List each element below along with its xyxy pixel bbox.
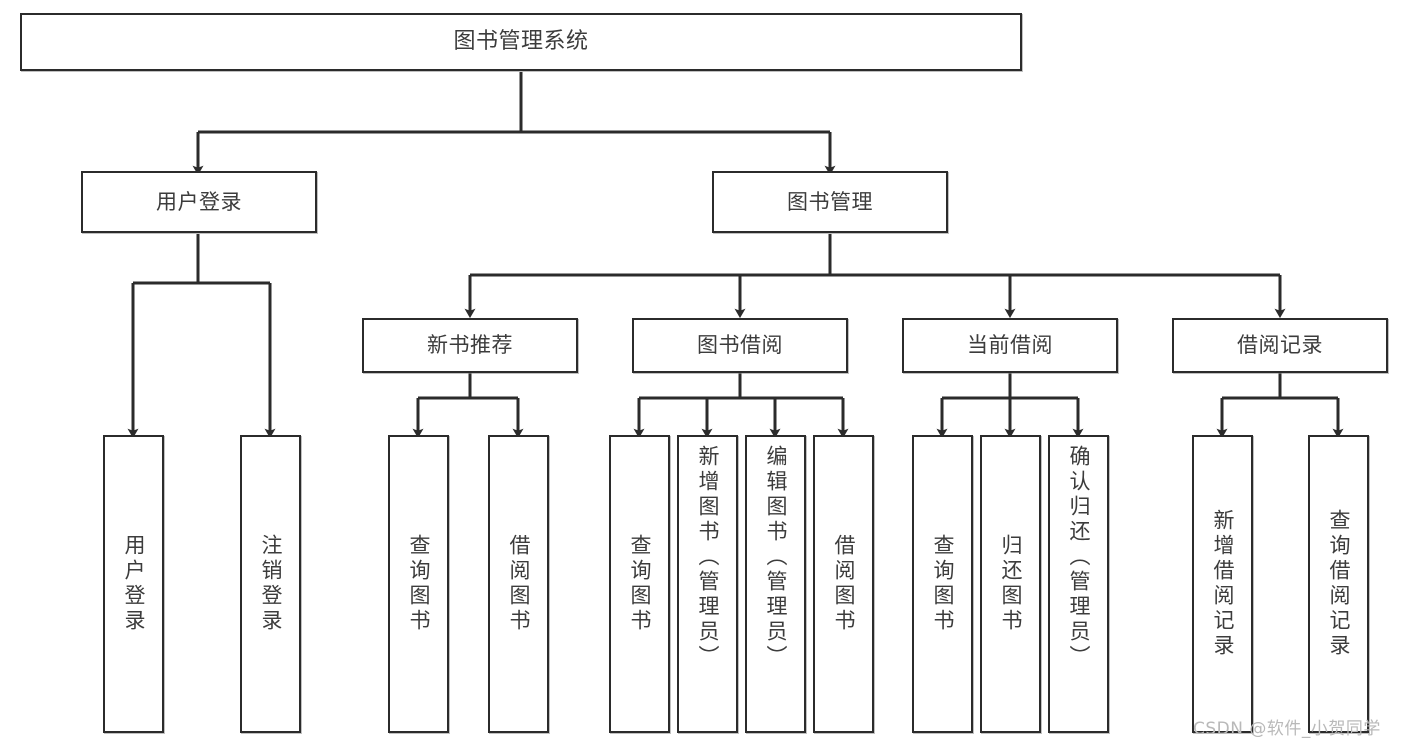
leaf-query-books-recommend[interactable]: 查询图书	[388, 435, 449, 733]
node-book-management[interactable]: 图书管理	[712, 171, 948, 233]
node-label: 借阅记录	[1237, 333, 1323, 358]
leaf-add-book-admin[interactable]: 新增图书（管理员）	[677, 435, 738, 733]
node-label: 归还图书	[999, 534, 1023, 634]
node-label: 新书推荐	[427, 333, 513, 358]
node-label: 确认归还（管理员）	[1067, 445, 1091, 670]
leaf-add-borrow-record[interactable]: 新增借阅记录	[1192, 435, 1253, 733]
node-label: 图书管理系统	[453, 29, 589, 55]
leaf-logout[interactable]: 注销登录	[240, 435, 301, 733]
node-label: 查询图书	[407, 534, 431, 634]
node-user-login[interactable]: 用户登录	[81, 171, 317, 233]
node-label: 查询图书	[628, 534, 652, 634]
leaf-query-borrow-record[interactable]: 查询借阅记录	[1308, 435, 1369, 733]
node-label: 当前借阅	[967, 333, 1053, 358]
node-label: 注销登录	[259, 534, 283, 634]
leaf-borrow-books[interactable]: 借阅图书	[813, 435, 874, 733]
node-label: 新增图书（管理员）	[696, 445, 720, 670]
csdn-watermark: CSDN @软件_小贺同学	[1193, 719, 1381, 739]
node-label: 新增借阅记录	[1211, 509, 1235, 659]
node-label: 图书借阅	[697, 333, 783, 358]
node-root-book-management-system[interactable]: 图书管理系统	[20, 13, 1022, 71]
node-label: 借阅图书	[507, 534, 531, 634]
leaf-query-books-current[interactable]: 查询图书	[912, 435, 973, 733]
node-label: 查询图书	[931, 534, 955, 634]
node-label: 图书管理	[787, 189, 873, 214]
leaf-return-books[interactable]: 归还图书	[980, 435, 1041, 733]
node-new-book-recommend[interactable]: 新书推荐	[362, 318, 578, 373]
node-label: 借阅图书	[832, 534, 856, 634]
leaf-borrow-books-recommend[interactable]: 借阅图书	[488, 435, 549, 733]
leaf-user-login[interactable]: 用户登录	[103, 435, 164, 733]
node-borrow-records[interactable]: 借阅记录	[1172, 318, 1388, 373]
leaf-edit-book-admin[interactable]: 编辑图书（管理员）	[745, 435, 806, 733]
node-label: 编辑图书（管理员）	[764, 445, 788, 670]
node-label: 用户登录	[156, 189, 242, 214]
node-current-borrow[interactable]: 当前借阅	[902, 318, 1118, 373]
leaf-confirm-return-admin[interactable]: 确认归还（管理员）	[1048, 435, 1109, 733]
node-label: 用户登录	[122, 534, 146, 634]
node-book-borrow[interactable]: 图书借阅	[632, 318, 848, 373]
node-label: 查询借阅记录	[1327, 509, 1351, 659]
leaf-query-books-borrow[interactable]: 查询图书	[609, 435, 670, 733]
